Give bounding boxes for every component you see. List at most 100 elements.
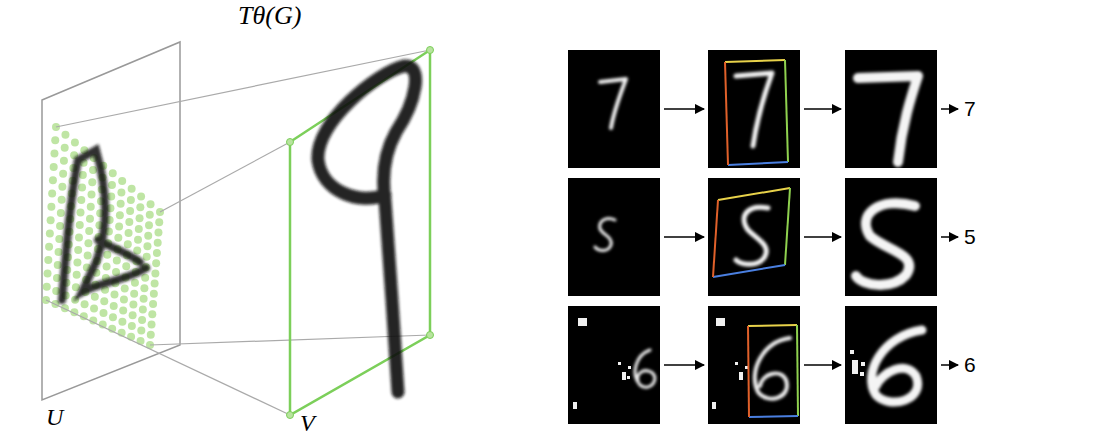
grid-dot <box>44 269 52 277</box>
grid-dot <box>116 211 124 219</box>
flow-arrows <box>664 109 958 365</box>
grid-dot <box>43 283 51 291</box>
grid-dot <box>73 271 81 279</box>
grid-dot <box>44 256 52 264</box>
plane-label: V <box>300 410 315 436</box>
grid-dot <box>45 243 53 251</box>
grid-dot <box>88 178 96 186</box>
grid-dot <box>125 229 133 237</box>
grid-dot <box>131 279 139 287</box>
grid-dot <box>128 322 136 330</box>
grid-dot <box>74 246 82 254</box>
grid-dot <box>79 171 87 179</box>
grid-dot <box>99 309 107 317</box>
grid-dot <box>100 297 108 305</box>
grid-dot <box>138 316 146 324</box>
grid-dot <box>149 300 157 308</box>
grid-dot <box>103 251 111 259</box>
grid-dot <box>71 138 79 146</box>
grid-dot <box>77 196 85 204</box>
grid-dot <box>81 300 89 308</box>
grid-dot <box>154 228 162 236</box>
transform-boxes <box>713 60 798 417</box>
grid-dot <box>124 240 132 248</box>
grid-dot <box>146 211 154 219</box>
grid-dot <box>115 222 123 230</box>
grid-dot <box>147 331 155 339</box>
grid-dot <box>128 185 136 193</box>
grid-dot <box>84 239 92 247</box>
grid-dot <box>90 305 98 313</box>
grid-dot <box>50 150 58 158</box>
grid-dot <box>144 232 152 240</box>
grid-dot <box>60 157 68 165</box>
grid-dot <box>150 290 158 298</box>
grid-dot <box>118 318 126 326</box>
grid-dot <box>114 234 122 242</box>
grid-dot <box>127 196 135 204</box>
grid-dot <box>113 257 121 265</box>
transform-label: Tθ(G) <box>238 2 301 31</box>
grid-dot <box>55 235 63 243</box>
grid-dot <box>151 269 159 277</box>
grid-dot <box>61 131 69 139</box>
grid-dot <box>109 169 117 177</box>
grid-dot <box>155 218 163 226</box>
grid-dot <box>58 196 66 204</box>
grid-dot <box>119 307 127 315</box>
grid-dot <box>143 253 151 261</box>
corner-dots <box>287 47 434 419</box>
grid-dot <box>73 258 81 266</box>
grid-dot <box>139 305 147 313</box>
grid-dot <box>86 215 94 223</box>
class-output: 5 <box>964 225 976 248</box>
grid-dot <box>140 284 148 292</box>
grid-dot <box>51 136 59 144</box>
grid-dot <box>134 236 142 244</box>
grid-dot <box>137 193 145 201</box>
grid-dot <box>152 259 160 267</box>
grid-dot <box>121 284 129 292</box>
grid-dot <box>91 293 99 301</box>
grid-dot <box>76 221 84 229</box>
warped-digit <box>62 150 146 300</box>
grid-dot <box>85 227 93 235</box>
grid-dot <box>141 274 149 282</box>
grid-dot <box>110 302 118 310</box>
grid-dot <box>147 200 155 208</box>
grid-dot <box>61 144 69 152</box>
grid-dot <box>89 166 97 174</box>
grid-dot <box>87 203 95 211</box>
sampling-grid <box>42 123 164 349</box>
grid-dot <box>50 163 58 171</box>
grid-dot <box>143 242 151 250</box>
grid-dot <box>140 295 148 303</box>
grid-dot <box>130 290 138 298</box>
grid-dot <box>58 183 66 191</box>
grid-dot <box>46 229 54 237</box>
grid-dot <box>47 216 55 224</box>
grid-dot <box>47 203 55 211</box>
grid-dot <box>77 209 85 217</box>
grid-dot <box>120 296 128 304</box>
grid-dot <box>110 291 118 299</box>
output-digit <box>318 66 416 392</box>
grid-dot <box>129 311 137 319</box>
digit-strokes <box>595 73 922 402</box>
grid-dot <box>136 214 144 222</box>
grid-dot <box>54 261 62 269</box>
grid-dot <box>108 181 116 189</box>
grid-dot <box>49 176 57 184</box>
grid-dot <box>151 280 159 288</box>
grid-dot <box>117 188 125 196</box>
grid-dot <box>153 249 161 257</box>
image-tiles <box>568 50 937 424</box>
grid-dot <box>59 170 67 178</box>
grid-dot <box>133 246 141 254</box>
grid-dot <box>117 200 125 208</box>
grid-dot <box>78 184 86 192</box>
grid-dot <box>118 177 126 185</box>
grid-dot <box>122 262 130 270</box>
